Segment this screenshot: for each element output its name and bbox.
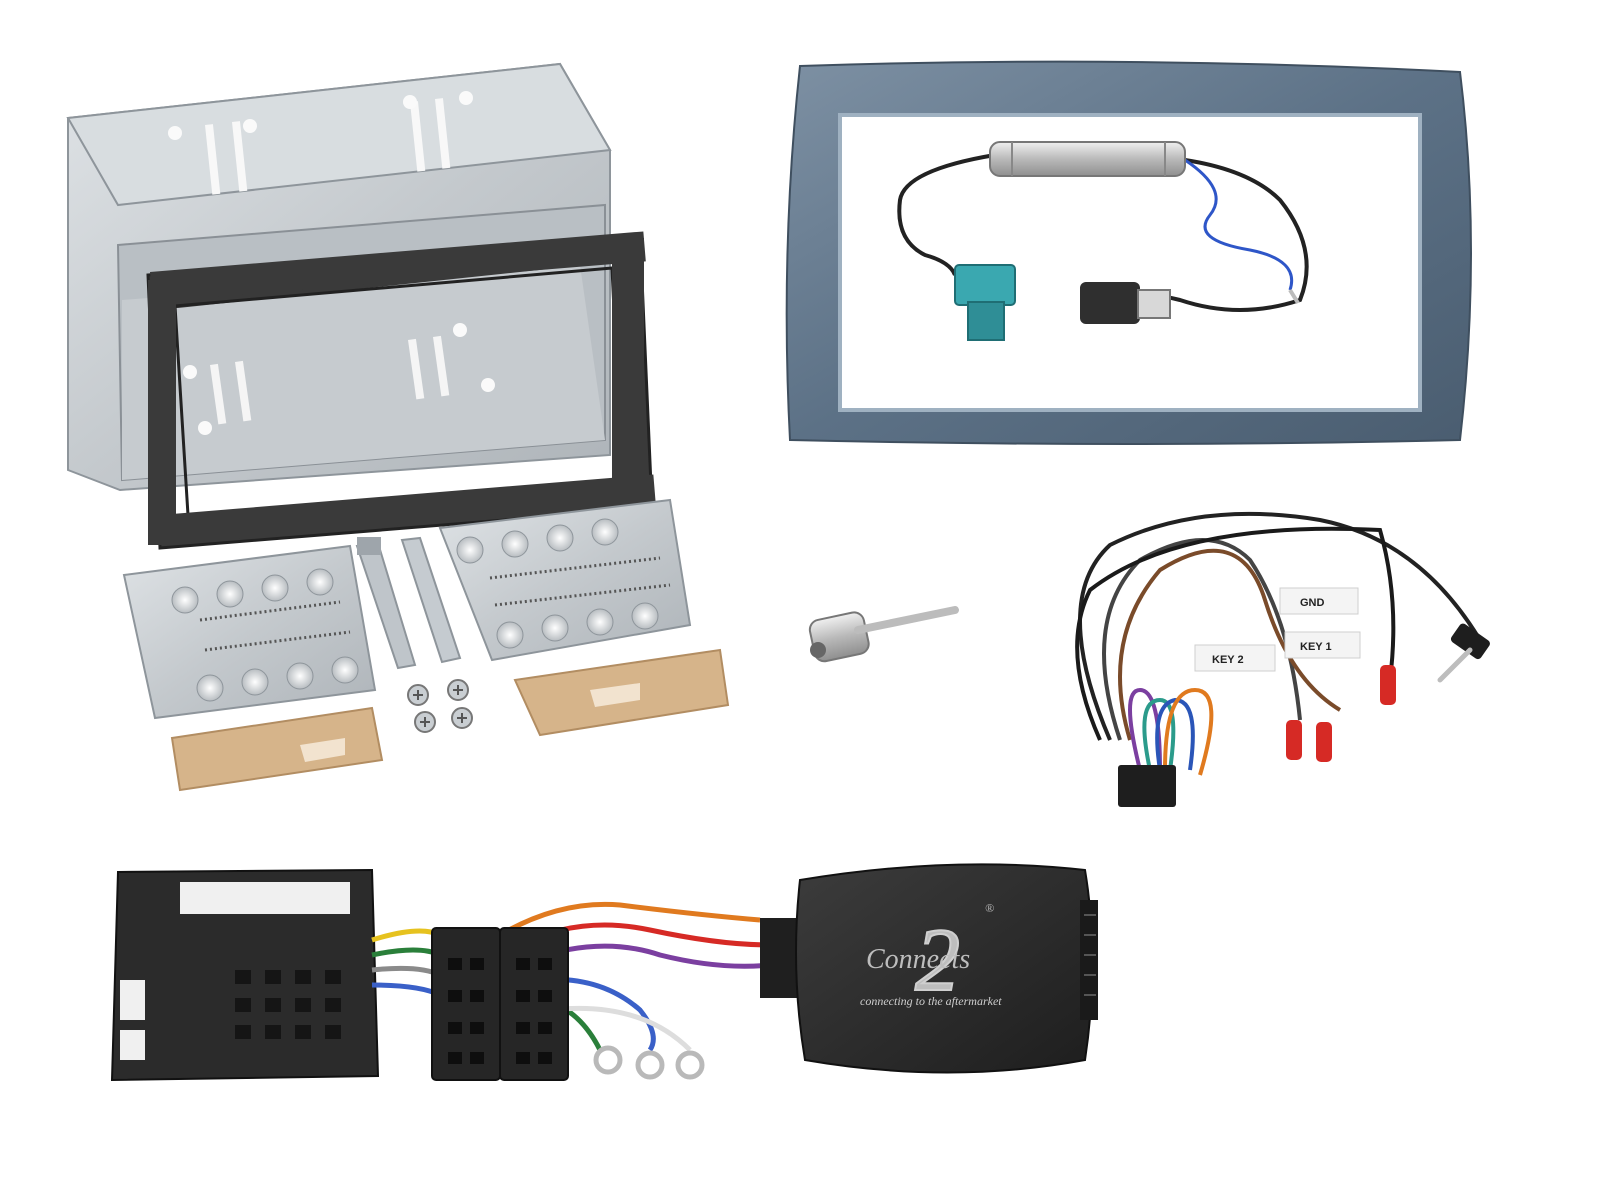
logo-registered: ® (985, 901, 994, 915)
steering-interface-module-icon: 2 Connects ® connecting to the aftermark… (795, 863, 1098, 1074)
release-key-icon (355, 536, 462, 670)
fascia-panel-icon (785, 60, 1472, 445)
logo-number: 2 (915, 911, 960, 1010)
copper-tab-icon (170, 648, 730, 792)
stalk-lead-icon: GND KEY 1 KEY 2 (1075, 511, 1490, 807)
trim-surround-icon (146, 231, 656, 550)
antenna-adapter-icon (897, 141, 1309, 341)
side-bracket-right-icon (438, 498, 692, 662)
gnd-label: GND (1300, 597, 1325, 609)
harness-connector-icon (110, 868, 802, 1082)
key-2-label: KEY 2 (1212, 654, 1244, 666)
logo-tagline: connecting to the aftermarket (860, 994, 1002, 1008)
screw-icon (407, 679, 473, 733)
key-1-label: KEY 1 (1300, 641, 1332, 653)
logo-brand: Connects (866, 944, 970, 975)
side-bracket-left-icon (122, 544, 377, 720)
antenna-adapter-small-icon (808, 606, 959, 663)
